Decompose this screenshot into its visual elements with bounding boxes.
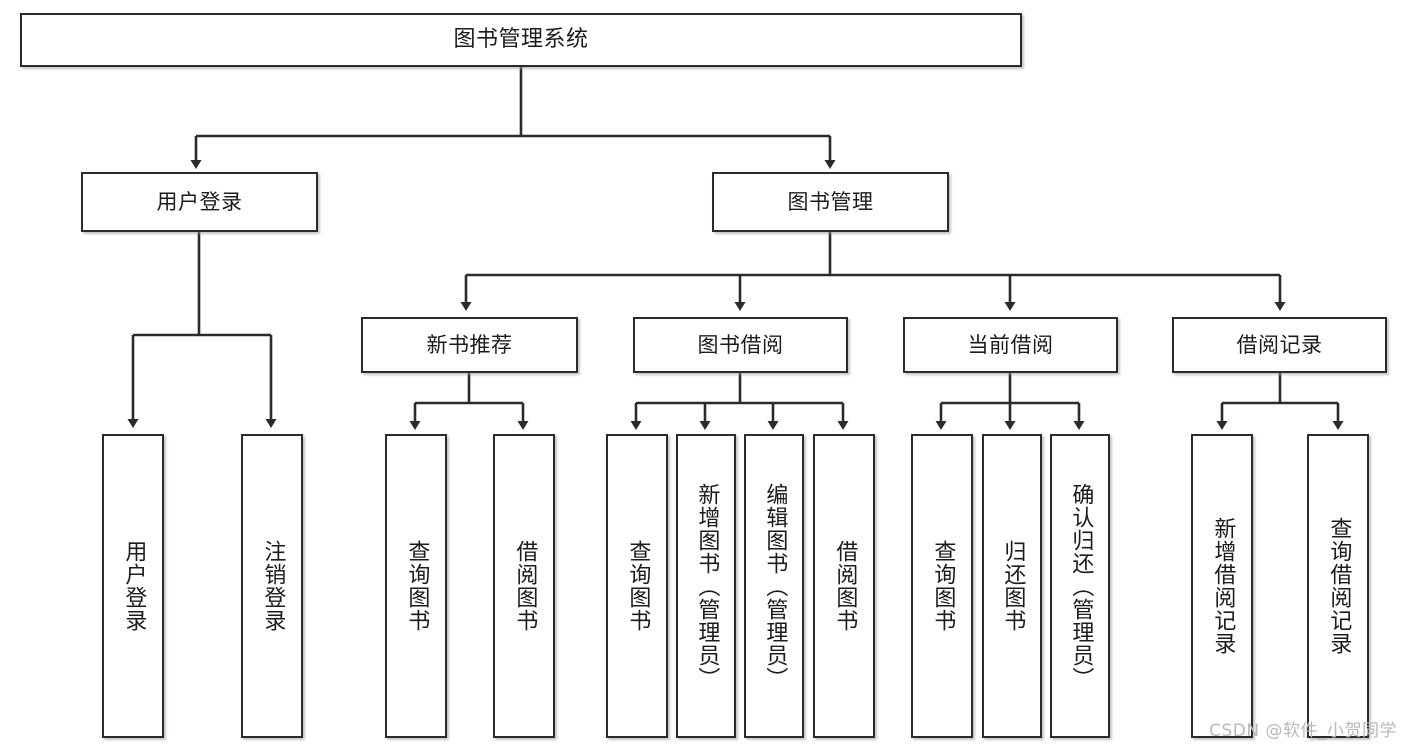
node-user-login-label: 用户登录 [156, 189, 243, 214]
watermark-credit: CSDN @软件_小贺同学 [1209, 721, 1397, 741]
node-leaf-add-record-label: 新增借阅记录 [1210, 517, 1236, 655]
node-leaf-borrow-book-2[interactable]: 借阅图书 [813, 434, 875, 738]
node-current-borrow-label: 当前借阅 [967, 332, 1054, 357]
node-leaf-confirm-return-label: 确认归还（管理员） [1068, 482, 1094, 690]
node-leaf-return-book[interactable]: 归还图书 [982, 434, 1042, 738]
node-leaf-query-book-1[interactable]: 查询图书 [385, 434, 447, 738]
node-leaf-user-login-label: 用户登录 [121, 540, 147, 632]
node-leaf-query-book-3-label: 查询图书 [930, 540, 956, 632]
node-leaf-add-book-label: 新增图书（管理员） [694, 482, 720, 690]
node-leaf-user-login[interactable]: 用户登录 [102, 434, 164, 738]
node-root-label: 图书管理系统 [453, 27, 589, 52]
node-leaf-borrow-book-1[interactable]: 借阅图书 [493, 434, 555, 738]
node-leaf-borrow-book-1-label: 借阅图书 [512, 540, 538, 632]
node-book-borrow-label: 图书借阅 [697, 332, 784, 357]
node-leaf-query-book-2[interactable]: 查询图书 [606, 434, 668, 738]
node-leaf-logout[interactable]: 注销登录 [241, 434, 303, 738]
node-leaf-edit-book-label: 编辑图书（管理员） [762, 482, 788, 690]
node-leaf-query-record-label: 查询借阅记录 [1326, 517, 1352, 655]
node-leaf-query-book-1-label: 查询图书 [404, 540, 430, 632]
node-current-borrow[interactable]: 当前借阅 [903, 317, 1118, 373]
node-user-login[interactable]: 用户登录 [81, 172, 318, 232]
node-book-management-label: 图书管理 [787, 189, 874, 214]
node-leaf-borrow-book-2-label: 借阅图书 [832, 540, 858, 632]
node-leaf-edit-book[interactable]: 编辑图书（管理员） [744, 434, 804, 738]
node-borrow-record-label: 借阅记录 [1236, 332, 1323, 357]
node-root[interactable]: 图书管理系统 [20, 13, 1022, 67]
node-leaf-query-book-2-label: 查询图书 [625, 540, 651, 632]
node-new-book-recommend[interactable]: 新书推荐 [361, 317, 578, 373]
node-leaf-query-book-3[interactable]: 查询图书 [911, 434, 973, 738]
node-book-borrow[interactable]: 图书借阅 [633, 317, 848, 373]
node-borrow-record[interactable]: 借阅记录 [1172, 317, 1387, 373]
node-leaf-add-book[interactable]: 新增图书（管理员） [676, 434, 736, 738]
node-new-book-recommend-label: 新书推荐 [426, 332, 513, 357]
node-leaf-add-record[interactable]: 新增借阅记录 [1191, 434, 1253, 738]
node-leaf-query-record[interactable]: 查询借阅记录 [1307, 434, 1369, 738]
node-book-management[interactable]: 图书管理 [712, 172, 949, 232]
node-leaf-logout-label: 注销登录 [260, 540, 286, 632]
node-leaf-confirm-return[interactable]: 确认归还（管理员） [1050, 434, 1110, 738]
node-leaf-return-book-label: 归还图书 [1000, 540, 1026, 632]
